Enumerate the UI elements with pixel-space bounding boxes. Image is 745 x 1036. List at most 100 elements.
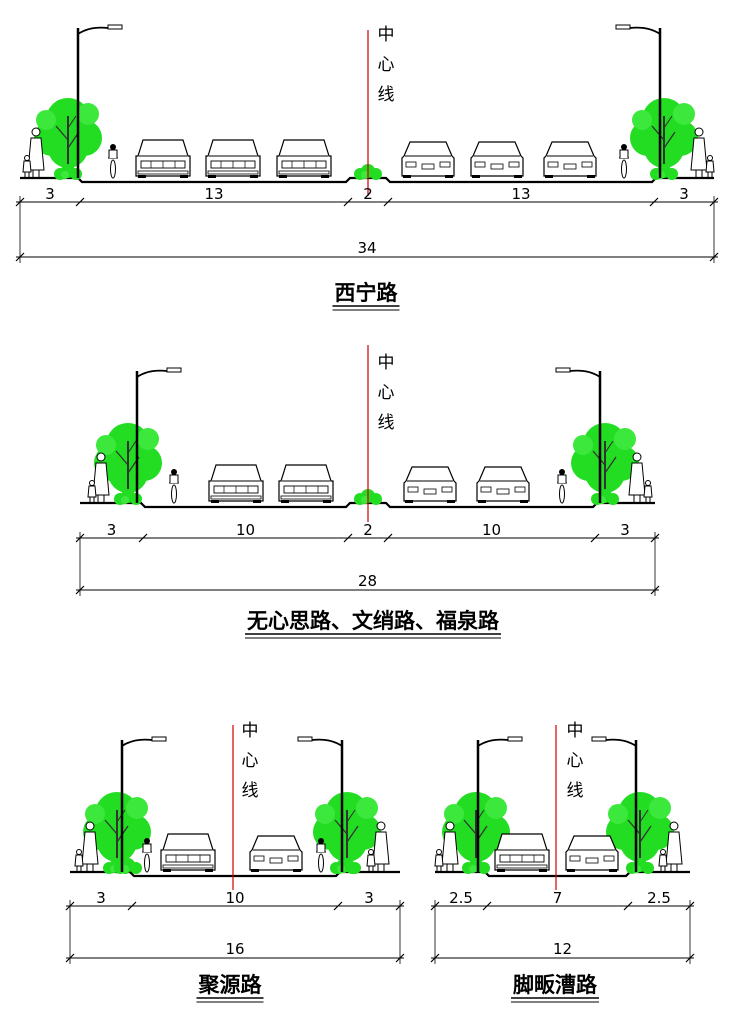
- segment-width: 13: [204, 185, 223, 203]
- street-lamp: [591, 736, 638, 872]
- dimension-tick: [649, 197, 659, 207]
- centerline-label: 心: [378, 55, 395, 75]
- centerline-label: 中: [242, 721, 259, 741]
- street-lamp: [476, 736, 523, 872]
- car-front: [135, 139, 191, 179]
- lamp-head: [507, 736, 523, 742]
- child-pedestrian: [87, 480, 97, 504]
- centerline-label: 心: [242, 751, 259, 771]
- centerline-label: 中: [378, 353, 395, 373]
- dimension-tick: [685, 953, 695, 963]
- lamp-head: [166, 367, 182, 373]
- child-pedestrian: [74, 849, 84, 873]
- segment-width: 3: [107, 521, 117, 539]
- section-title: 聚源路: [198, 973, 263, 997]
- dimension-tick: [383, 197, 393, 207]
- segment-width: 7: [553, 889, 563, 907]
- dimension-tick: [343, 533, 353, 543]
- dimension-tick: [343, 197, 353, 207]
- road-profile: [20, 176, 714, 184]
- segment-width: 3: [45, 185, 55, 203]
- lamp-head: [591, 736, 607, 742]
- lamp-head: [297, 736, 313, 742]
- centerline-label: 线: [567, 781, 584, 801]
- lamp-arm: [121, 738, 153, 747]
- child-pedestrian: [658, 849, 668, 873]
- car-front: [205, 139, 261, 179]
- section-title: 无心思路、文绡路、福泉路: [247, 609, 500, 633]
- segment-width: 10: [236, 521, 255, 539]
- dimension-tick: [383, 533, 393, 543]
- dimension-tick: [430, 953, 440, 963]
- centerline-label: 心: [378, 383, 395, 403]
- dimension-tick: [75, 585, 85, 595]
- child-pedestrian: [434, 849, 444, 873]
- segment-width: 3: [620, 521, 630, 539]
- dimension-tick: [138, 533, 148, 543]
- centerline-label: 线: [378, 85, 395, 105]
- car-rear: [543, 141, 597, 179]
- centerline-label: 线: [242, 781, 259, 801]
- segment-width: 3: [679, 185, 689, 203]
- segment-width: 13: [511, 185, 530, 203]
- dimension-tick: [333, 901, 343, 911]
- dimension-tick: [709, 252, 719, 262]
- car-rear: [401, 141, 455, 179]
- total-width: 28: [358, 572, 377, 590]
- lamp-head: [615, 24, 631, 30]
- child-pedestrian: [366, 849, 376, 873]
- dimension-tick: [127, 901, 137, 911]
- lamp-arm: [311, 738, 343, 747]
- shrub: [591, 489, 619, 505]
- lamp-arm: [77, 26, 109, 35]
- street-lamp: [297, 736, 344, 872]
- lamp-arm: [629, 26, 661, 35]
- centerline-label: 线: [378, 413, 395, 433]
- segment-width: 2: [363, 521, 373, 539]
- street-lamp: [615, 24, 662, 178]
- dimension-tick: [590, 533, 600, 543]
- cyclist: [618, 143, 630, 179]
- child-pedestrian: [705, 155, 715, 179]
- dimension-tick: [75, 197, 85, 207]
- dimension-tick: [650, 585, 660, 595]
- car-front: [160, 833, 216, 873]
- lamp-arm: [569, 369, 601, 378]
- centerline-label: 心: [567, 751, 584, 771]
- street-lamp: [76, 24, 123, 178]
- car-rear: [403, 466, 457, 504]
- segment-width: 10: [225, 889, 244, 907]
- car-front: [208, 464, 264, 504]
- car-front: [494, 833, 550, 873]
- car-rear: [470, 141, 524, 179]
- segment-width: 2.5: [449, 889, 473, 907]
- centerline-label: 中: [378, 25, 395, 45]
- shrub: [650, 164, 678, 180]
- cyclist: [168, 468, 180, 504]
- lamp-arm: [477, 738, 509, 747]
- segment-width: 2: [363, 185, 373, 203]
- total-width: 12: [553, 940, 572, 958]
- lamp-arm: [605, 738, 637, 747]
- car-rear: [249, 835, 303, 873]
- segment-width: 3: [364, 889, 374, 907]
- car-rear: [565, 835, 619, 873]
- segment-width: 10: [482, 521, 501, 539]
- section-title: 脚畈漕路: [513, 973, 598, 997]
- cyclist: [556, 468, 568, 504]
- lamp-head: [555, 367, 571, 373]
- street-lamp: [120, 736, 167, 872]
- section-1: 中心线 3 10 2 10 3 28 无心思路、文绡路、福泉路: [75, 345, 660, 639]
- shrub: [626, 858, 654, 874]
- dimension-tick: [623, 901, 633, 911]
- centerline-label: 中: [567, 721, 584, 741]
- street-lamp: [555, 367, 602, 503]
- lamp-head: [107, 24, 123, 30]
- lamp-head: [151, 736, 167, 742]
- cyclist: [107, 143, 119, 179]
